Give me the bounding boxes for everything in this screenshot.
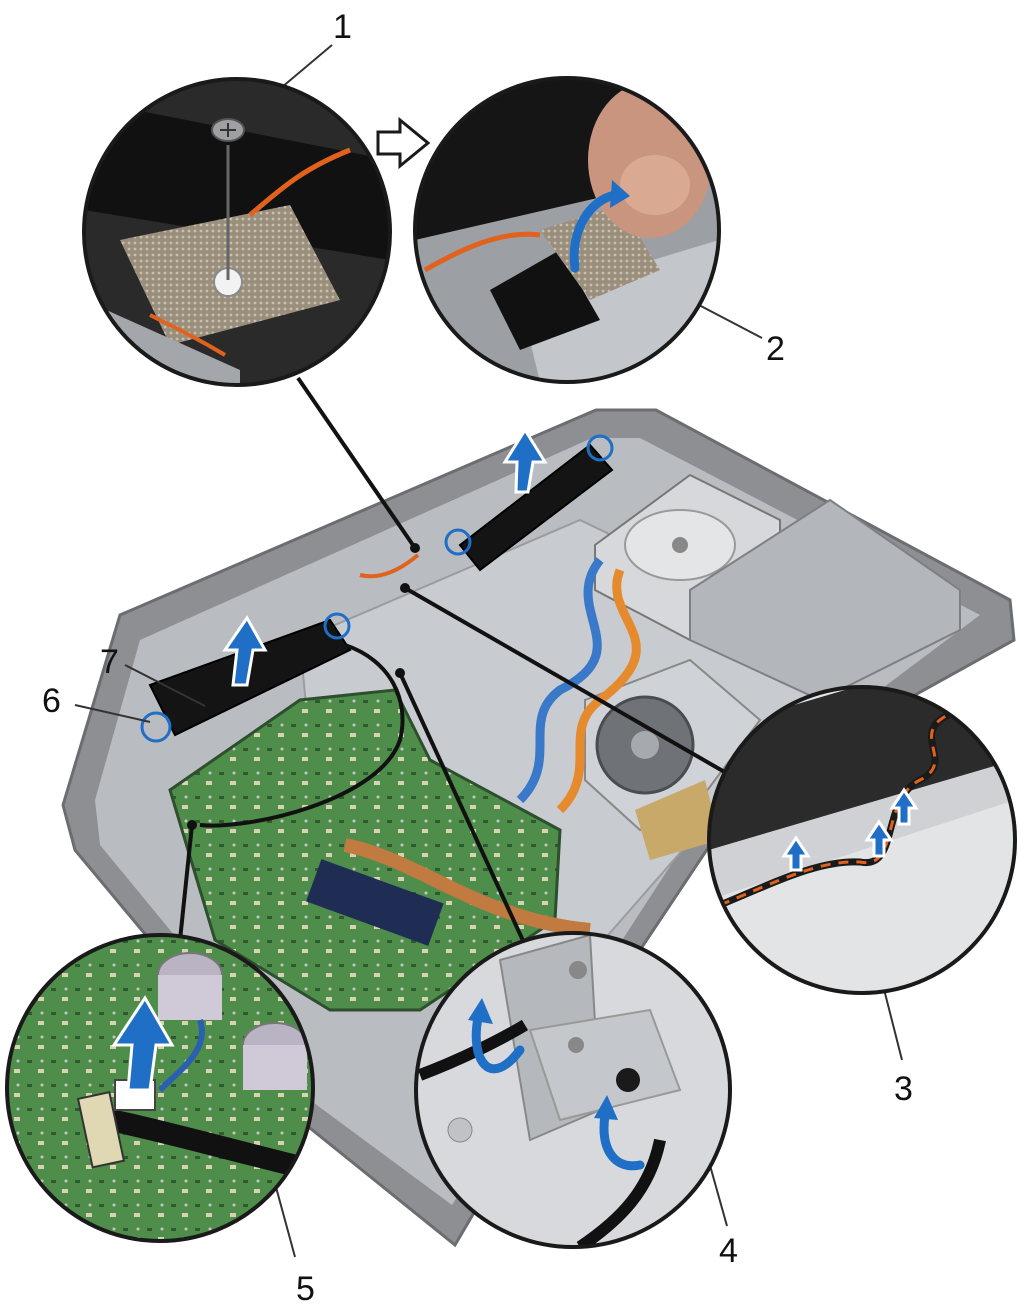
screw-ring-right-outer [586,434,614,462]
leader-lines [178,376,736,946]
hard-drive [594,473,781,642]
hollow-right-arrow-icon [376,116,431,170]
callout-labels: 1 2 3 4 5 6 7 [42,8,913,1308]
detail-bubble-connector [5,933,315,1243]
screw-ring-left-inner [323,612,351,640]
capacitors [157,952,308,1090]
detail-bubble-bracket [414,931,732,1249]
up-arrow-icon [502,427,548,494]
curved-arrow-icon [569,190,620,273]
up-arrow-icon [111,995,175,1092]
heat-sink-and-fan [584,658,762,860]
speaker-right [458,443,614,572]
callout-7: 7 [100,643,119,681]
up-arrow-icon [781,787,919,872]
callout-2: 2 [766,330,785,368]
up-arrow-icon [222,615,268,687]
callout-3: 3 [894,1070,913,1108]
screw-ring-left-outer [140,711,172,743]
curved-arrow-icon [599,1110,645,1171]
screw-ring-right-inner [444,528,472,556]
speaker-cable [199,643,405,828]
curved-arrow-icon [471,1013,525,1074]
finger [588,82,712,238]
system-board [168,688,591,1012]
detail-bubble-mylar [413,76,721,384]
speaker-cable-orange-segment [359,553,420,579]
optical-drive [689,498,961,702]
callout-1: 1 [333,8,352,46]
callout-5: 5 [296,1270,315,1308]
callout-6: 6 [42,682,61,720]
screw-icon [211,118,245,142]
sata-cable-blue [516,557,604,804]
heat-pipe [343,838,591,937]
detail-bubble-screw [82,77,392,387]
callout-4: 4 [719,1232,738,1270]
sata-cable-orange [556,568,641,814]
memory-module [306,859,444,946]
